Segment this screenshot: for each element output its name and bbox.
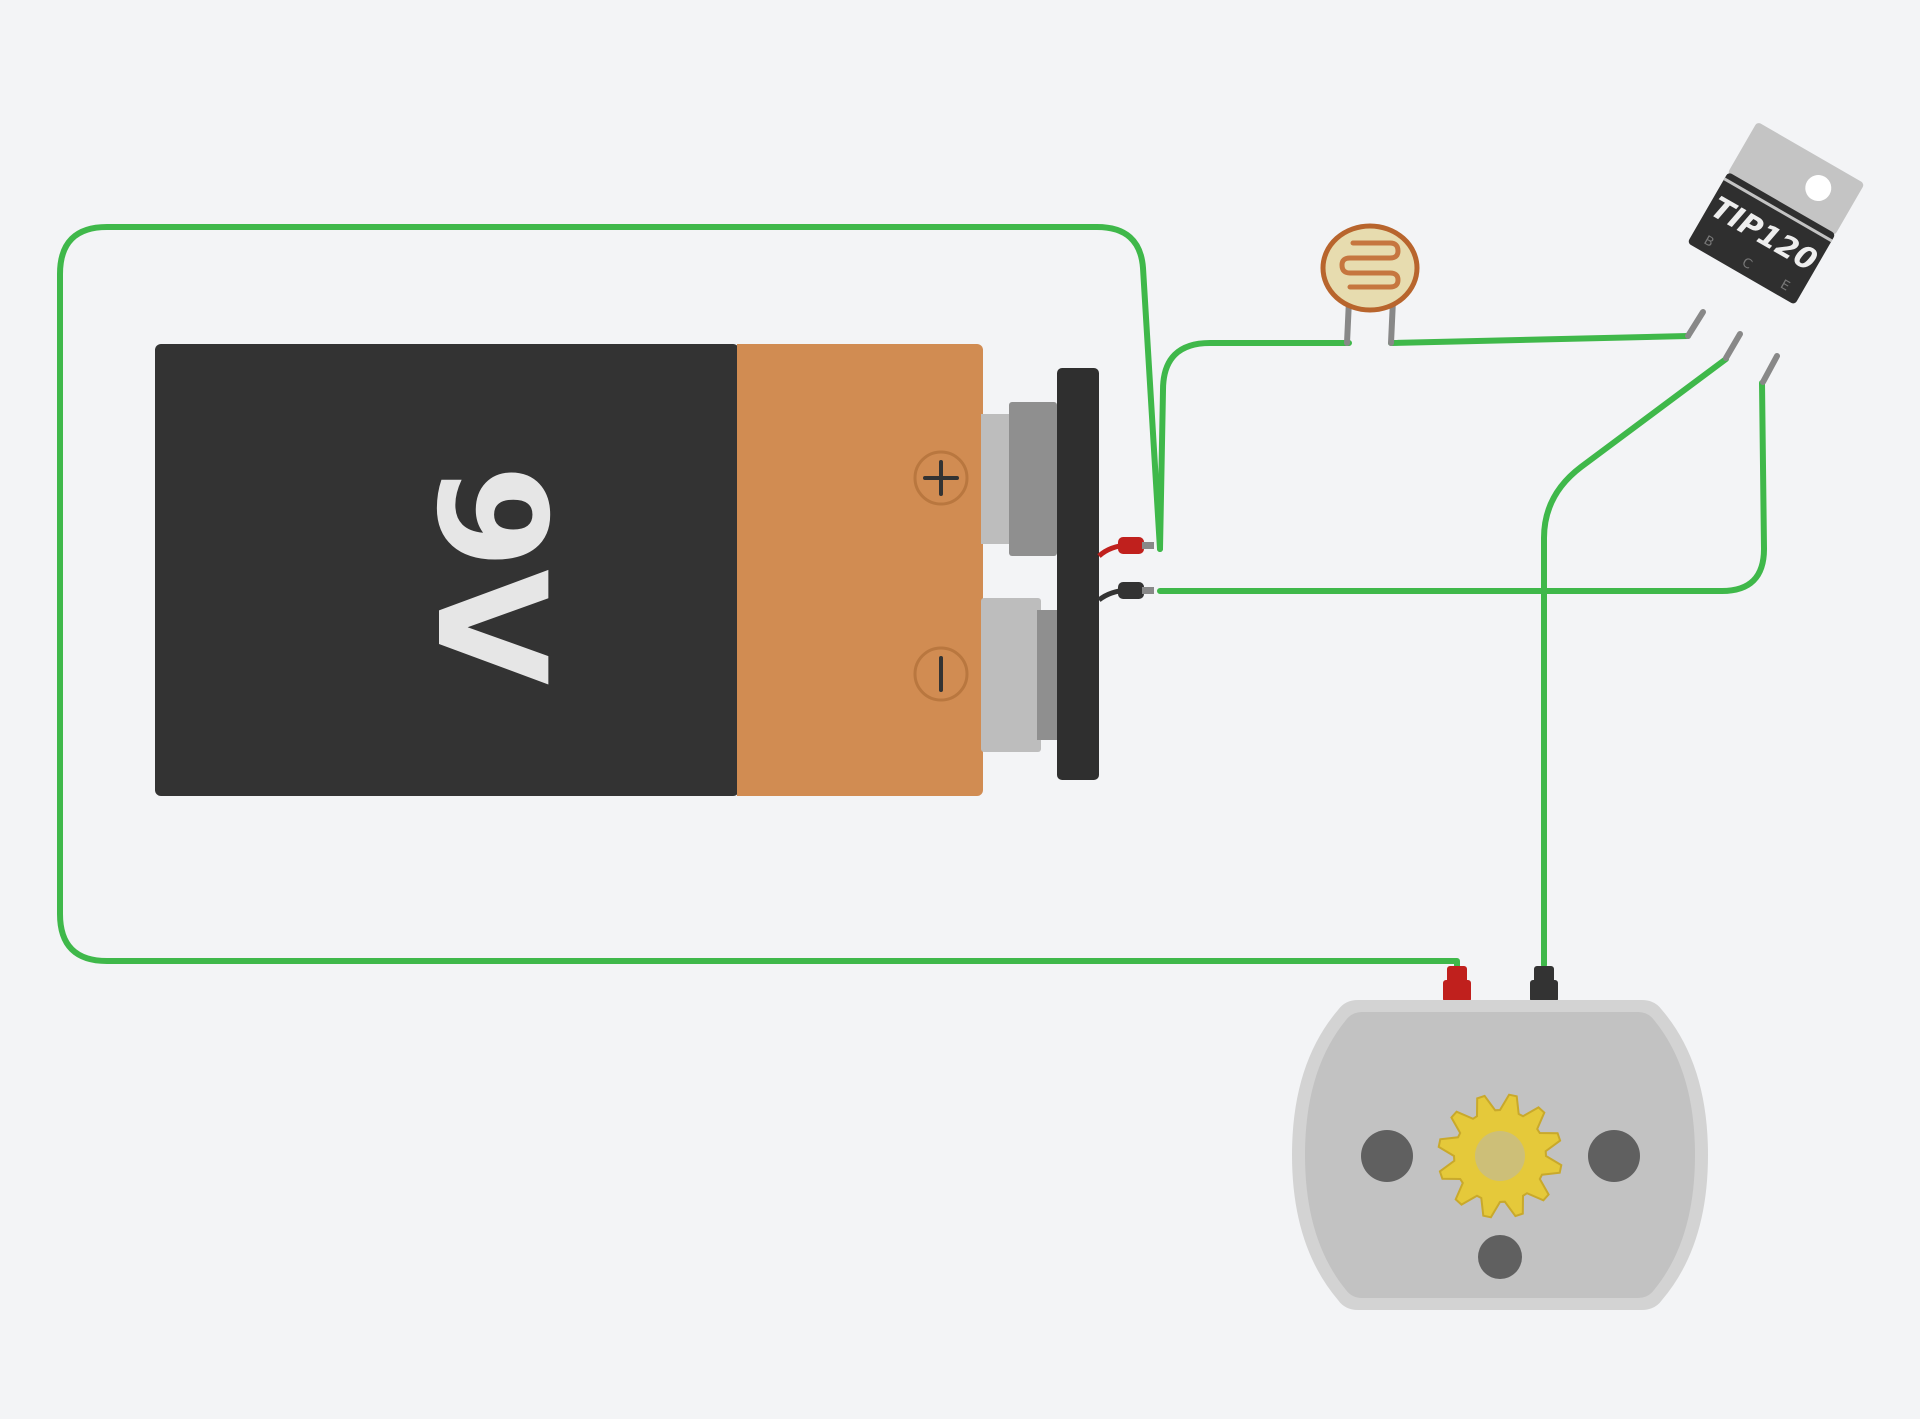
battery-body <box>155 344 739 796</box>
photoresistor[interactable] <box>1320 223 1420 346</box>
wire-transistor-collector-to-motor[interactable] <box>1541 356 1729 968</box>
battery-clip[interactable] <box>1057 368 1099 780</box>
motor-hole-bottom <box>1478 1235 1522 1279</box>
transistor-tip120[interactable]: TIP120 B C E <box>1685 122 1864 385</box>
ldr-icon <box>1320 223 1420 313</box>
wire-ldr-to-transistor-base[interactable] <box>1388 333 1691 346</box>
plus-symbol-icon <box>913 450 969 506</box>
dc-motor[interactable] <box>1292 966 1708 1310</box>
wire-battery-plus-to-ldr[interactable] <box>1157 340 1352 552</box>
minus-symbol-icon <box>913 646 969 702</box>
transistor-body <box>1688 173 1835 304</box>
wires <box>57 224 1767 975</box>
motor-shaft <box>1475 1131 1525 1181</box>
motor-hole-left <box>1361 1130 1413 1182</box>
battery-label: 9V <box>403 465 577 685</box>
ldr-track <box>1339 240 1401 290</box>
battery-terminal-minus[interactable] <box>981 598 1041 752</box>
motor-terminal-black[interactable] <box>1530 966 1558 1002</box>
transistor-mount-hole <box>1805 175 1832 202</box>
wire-battery-minus-to-transistor-emitter[interactable] <box>1157 380 1767 594</box>
battery-band <box>737 344 983 796</box>
wire-battery-plus-to-motor[interactable] <box>57 224 1460 975</box>
motor-hole-right <box>1588 1130 1640 1182</box>
motor-terminal-red[interactable] <box>1443 966 1471 1002</box>
battery-terminal-plus[interactable] <box>981 414 1013 544</box>
transistor-tab <box>1728 123 1864 235</box>
battery-9v[interactable]: 9V <box>155 344 1154 796</box>
